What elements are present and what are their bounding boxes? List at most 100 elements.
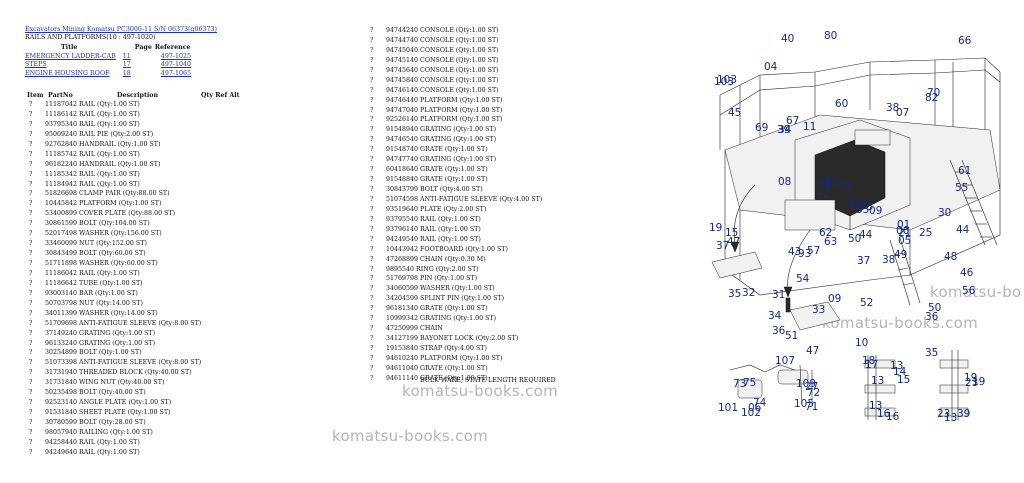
part-item-mark: ?: [370, 46, 374, 54]
part-description: 93795540 RAIL (Qty:1.00 ST): [386, 215, 481, 223]
callout-number: 13: [944, 412, 957, 424]
ref-page-link[interactable]: 18: [122, 70, 131, 78]
part-item-mark: ?: [370, 136, 374, 144]
part-description: 94611040 GRATE (Qty:1.00 ST): [386, 364, 488, 372]
callout-number: 33: [812, 304, 825, 316]
callout-number: 15: [897, 374, 910, 386]
callout-number: 45: [728, 107, 741, 119]
part-item-mark: ?: [370, 126, 374, 134]
part-description: 30843499 BOLT (Qty:60.00 ST): [45, 250, 146, 258]
callout-number: 82: [925, 92, 938, 104]
callout-number: 05: [898, 235, 911, 247]
part-description: 34060599 WASHER (Qty:1.00 ST): [386, 285, 495, 293]
part-description: 47250999 CHAIN: [386, 325, 443, 333]
col-qty-ref-alt: Qty Ref Alt: [201, 92, 240, 99]
callout-number: 49: [894, 249, 907, 261]
part-description: 11184942 RAIL (Qty:1.00 ST): [45, 180, 140, 188]
part-item-mark: ?: [370, 76, 374, 84]
callout-number: 17: [865, 359, 878, 371]
part-description: 30861599 BOLT (Qty:104.00 ST): [45, 220, 150, 228]
callout-number: 13: [890, 360, 903, 372]
callout-number: 46: [960, 267, 974, 279]
callout-number: 52: [860, 297, 873, 309]
part-item-mark: ?: [370, 195, 374, 203]
callout-number: 39: [777, 124, 790, 136]
part-description: 94746440 PLATFORM (Qty:1.00 ST): [386, 96, 503, 104]
part-description: 51711898 WASHER (Qty:60.00 ST): [45, 260, 158, 267]
ref-header-page: Page: [134, 44, 152, 51]
part-item-mark: ?: [370, 106, 374, 114]
callout-number: 01: [825, 177, 838, 189]
ref-title-link[interactable]: ENGINE HOUSING ROOF: [25, 70, 110, 78]
watermark: komatsu-books.com: [332, 427, 489, 445]
part-item-mark: ?: [29, 359, 33, 367]
part-item-mark: ?: [370, 166, 374, 174]
part-description: 60418640 GRATE (Qty:1.00 ST): [386, 166, 488, 174]
ref-code-link[interactable]: 497-1040: [160, 61, 192, 69]
part-description: 94746540 GRATING (Qty:1.00 ST): [386, 136, 497, 144]
ref-title-link[interactable]: EMERGENCY LADDER-CAB: [25, 52, 116, 60]
callout-number: 75: [743, 377, 756, 389]
part-item-mark: ?: [29, 299, 33, 307]
callout-number: 13: [871, 375, 884, 387]
part-item-mark: ?: [29, 210, 33, 218]
part-description: 94249540 RAIL (Qty:1.00 ST): [386, 235, 481, 243]
callout-number: 36: [772, 325, 786, 337]
callout-number: 50: [848, 233, 861, 245]
callout-number: 73: [860, 201, 873, 213]
part-item-mark: ?: [370, 374, 374, 382]
callout-number: 19: [709, 222, 722, 234]
callout-number: 109: [796, 378, 816, 390]
ref-page-link[interactable]: 11: [122, 52, 131, 60]
callout-number: 21: [898, 227, 911, 239]
part-description: 11186642 TUBE (Qty:1.00 ST): [45, 279, 143, 287]
callout-number: 15: [725, 227, 738, 239]
part-item-mark: ?: [370, 215, 374, 223]
part-description: 94744740 CONSOLE (Qty:1.00 ST): [386, 36, 499, 44]
callout-number: 69: [755, 122, 768, 134]
part-item-mark: ?: [29, 289, 33, 297]
part-description: 93796140 RAIL (Qty:1.00 ST): [386, 225, 481, 233]
part-item-mark: ?: [370, 335, 374, 343]
ref-title-link[interactable]: STEPS: [25, 61, 47, 69]
part-description: 31731840 WING NUT (Qty:40.00 ST): [45, 379, 165, 387]
part-description: 11187042 RAIL (Qty:1.00 ST): [45, 101, 140, 108]
reference-row: EMERGENCY LADDER-CAB 11 497-1025: [25, 53, 194, 62]
part-description: 95009240 RAIL PIE (Qty:2.00 ST): [45, 130, 154, 138]
part-description: 94258440 RAIL (Qty:1.00 ST): [45, 438, 140, 446]
machine-link[interactable]: Excavators Mining Komatsu PC3000-11 S/N …: [25, 26, 217, 33]
part-item-mark: ?: [29, 379, 33, 387]
callout-number: 40: [781, 33, 794, 45]
part-description: 92523140 ANGLE PLATE (Qty:1.00 ST): [45, 399, 172, 407]
part-item-mark: ?: [370, 36, 374, 44]
part-item-mark: ?: [370, 225, 374, 233]
callout-number: 43: [788, 246, 801, 258]
part-item-mark: ?: [29, 180, 33, 188]
ref-code-link[interactable]: 497-1065: [160, 70, 192, 78]
reference-table-header: Title Page Reference: [25, 44, 194, 53]
part-description: 91531840 SHEET PLATE (Qty:1.00 ST): [45, 409, 171, 417]
callout-number: 67: [786, 115, 799, 127]
reference-row: STEPS 17 497-1040: [25, 61, 194, 70]
part-item-mark: ?: [370, 235, 374, 243]
callout-number: 35: [728, 288, 741, 300]
callout-number: 51: [785, 330, 798, 342]
callout-number: 103: [717, 74, 737, 86]
part-description: 98057940 RAILING (Qty:1.00 ST): [45, 428, 153, 436]
part-item-mark: ?: [370, 186, 374, 193]
ref-code-link[interactable]: 497-1025: [160, 52, 192, 60]
part-item-mark: ?: [29, 130, 33, 138]
callout-number: 34: [778, 124, 792, 136]
part-item-mark: ?: [29, 448, 33, 456]
part-item-mark: ?: [29, 260, 33, 267]
callout-number: 48: [944, 251, 957, 263]
part-item-mark: ?: [29, 120, 33, 128]
callout-number: 10: [855, 337, 868, 349]
part-item-mark: ?: [370, 116, 374, 124]
ref-page-link[interactable]: 17: [122, 61, 131, 69]
part-description: 10443942 FOOTBOARD (Qty:1.00 ST): [386, 245, 509, 253]
callout-number: 62: [819, 227, 832, 239]
ref-header-reference: Reference: [154, 44, 191, 51]
part-description: 11186142 RAIL (Qty:1.00 ST): [45, 110, 140, 118]
